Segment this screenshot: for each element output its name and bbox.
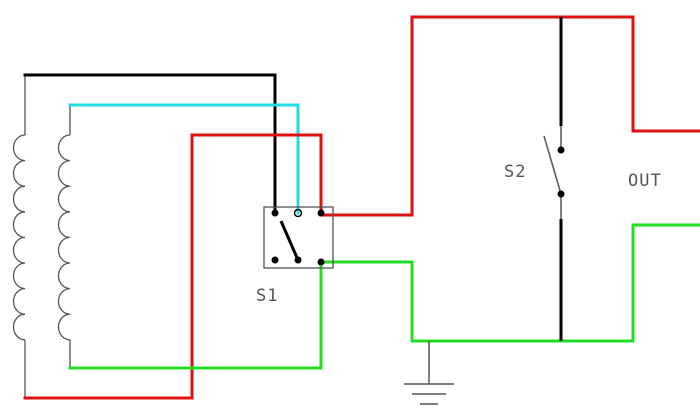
switch-s1 (263, 206, 334, 269)
primary-coil (12, 75, 26, 398)
green-wire-output (319, 223, 700, 343)
ground-symbol (404, 341, 454, 405)
red-wire-input (23, 133, 323, 400)
black-wire (23, 73, 277, 215)
transformer (12, 75, 71, 398)
switch-s1-label: S1 (256, 286, 278, 306)
output-label: OUT (628, 171, 662, 191)
switch-s2-label: S2 (504, 162, 526, 182)
red-wire-output (319, 15, 700, 217)
cyan-wire (68, 103, 300, 215)
secondary-coil (57, 105, 71, 368)
switch-s2 (543, 17, 565, 341)
green-wire-secondary (68, 260, 323, 370)
